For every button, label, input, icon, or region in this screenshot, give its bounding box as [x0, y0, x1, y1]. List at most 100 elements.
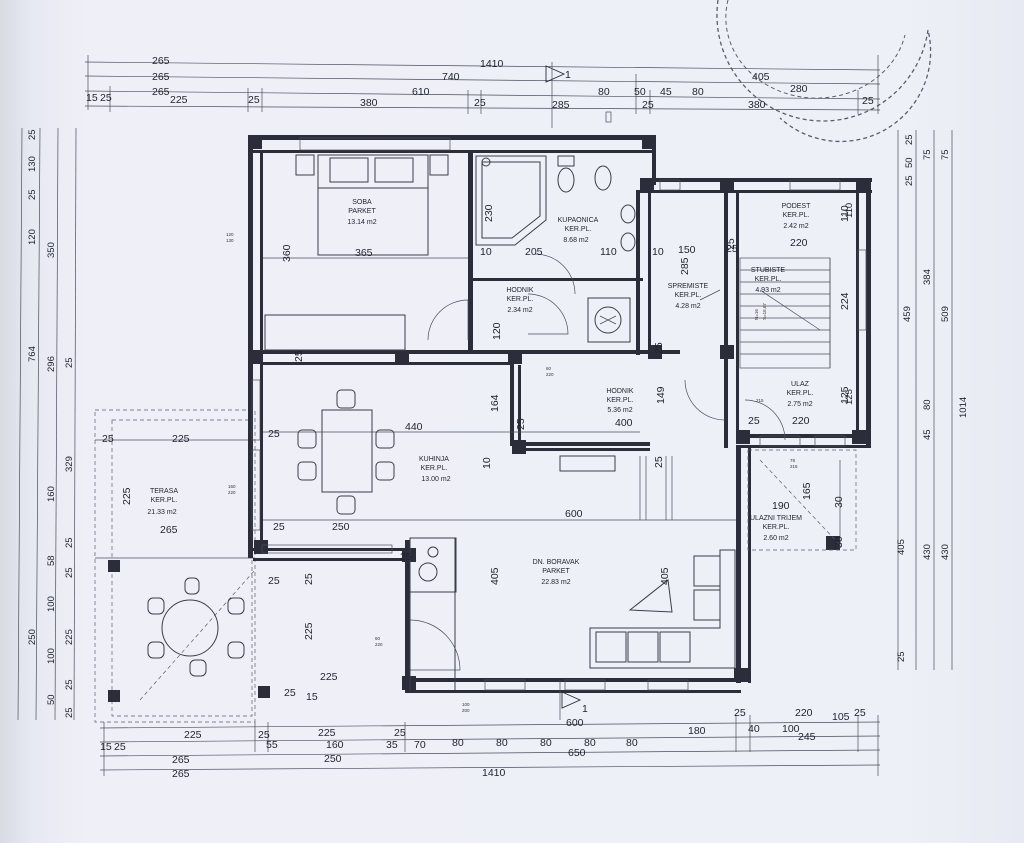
dim: 360: [281, 244, 293, 262]
dim: 15: [306, 691, 318, 703]
room-area: 13.00 m2: [421, 476, 450, 483]
dim: 190: [772, 500, 790, 512]
dim: 25: [642, 99, 654, 111]
room-floor: KER.PL.: [507, 296, 534, 303]
windows: [251, 137, 867, 691]
dim: 225: [320, 671, 338, 683]
room-name: KUHINJA: [419, 456, 449, 463]
section-mark-bottom: 1: [582, 703, 588, 715]
room-area: 4.93 m2: [755, 287, 780, 294]
dim: 430: [922, 544, 933, 560]
dim: 25: [653, 456, 665, 468]
room-area: 2.60 m2: [763, 535, 788, 542]
dim: 58: [46, 555, 57, 566]
left-dimensions: 25 130 25 120 350 764 296 25 329 160 25 …: [17, 127, 77, 721]
room-floor: KER.PL.: [565, 226, 592, 233]
dim: 280: [790, 83, 808, 95]
dim: 10: [481, 457, 493, 469]
dim: 180: [688, 725, 706, 737]
dim: 25: [268, 575, 280, 587]
dim: 225: [184, 729, 202, 741]
dim: 80: [452, 737, 464, 749]
code: 60: [546, 366, 552, 371]
dim: 600: [565, 508, 583, 520]
dim: 25: [27, 129, 38, 140]
room-area: 13.14 m2: [347, 219, 376, 226]
room-floor: KER.PL.: [755, 276, 782, 283]
dim: 600: [566, 717, 584, 729]
dim: 80: [540, 737, 552, 749]
dim: 15: [86, 92, 98, 104]
dim: 250: [332, 521, 350, 533]
dim: 405: [659, 567, 671, 585]
room-name: SPREMISTE: [668, 283, 709, 290]
dim: 225: [170, 94, 188, 106]
washing-machine: [587, 297, 631, 343]
room-floor: KER.PL.: [151, 497, 178, 504]
dim: 265: [172, 754, 190, 766]
dim: 150: [678, 244, 696, 256]
dim: 1410: [480, 58, 504, 70]
room-name: ULAZNI TRIJEM: [750, 515, 802, 522]
dim: 285: [679, 257, 691, 275]
room-area: 4.28 m2: [675, 303, 700, 310]
dim: 25: [394, 727, 406, 739]
dim: 130: [27, 156, 38, 172]
room-area: 8.68 m2: [563, 237, 588, 244]
entrance-porch: [747, 449, 857, 551]
dim: 25: [896, 651, 907, 662]
dim: 25: [904, 134, 915, 145]
dim: 110: [839, 205, 851, 222]
dim: 380: [360, 97, 378, 109]
dim: 230: [483, 204, 495, 222]
dim: 25: [400, 551, 412, 563]
dim: 25: [862, 95, 874, 107]
dim: 224: [839, 292, 851, 310]
dim: 55: [266, 739, 278, 751]
dim: 25: [258, 729, 270, 741]
room-area: 2.75 m2: [787, 401, 812, 408]
dim: 225: [318, 727, 336, 739]
dim: 296: [46, 356, 57, 372]
sink: [620, 204, 636, 224]
doors: [409, 253, 786, 671]
dim: 25: [248, 94, 260, 106]
dim: 80: [496, 737, 508, 749]
dim: 80: [922, 399, 933, 410]
dim: 10: [480, 246, 492, 258]
room-name: DN. BORAVAK: [533, 559, 580, 566]
dim: 110: [600, 246, 617, 258]
dim: 25: [854, 707, 866, 719]
dim: 125: [844, 389, 855, 405]
code: 100: [462, 702, 470, 707]
dim: 329: [64, 456, 75, 472]
stairs: [739, 257, 831, 369]
room-floor: KER.PL.: [607, 397, 634, 404]
dim: 105: [832, 711, 850, 723]
room-floor: PARKET: [542, 568, 570, 575]
dim: 265: [152, 71, 170, 83]
dim: 25: [268, 428, 280, 440]
dim: 25: [64, 707, 75, 718]
dim: 15: [100, 741, 112, 753]
dim: 45: [660, 86, 672, 98]
room-name: TERASA: [150, 488, 178, 495]
stamp: [716, 0, 932, 143]
bidet: [594, 165, 612, 191]
right-dimensions: 25 50 25 110 75 75 384 459 509 1014 125 …: [844, 130, 969, 670]
dim: 25: [284, 687, 296, 699]
dim: 164: [489, 394, 501, 412]
room-name: ULAZ: [791, 381, 810, 388]
room-name: HODNIK: [506, 287, 534, 294]
dim: 25: [303, 573, 315, 585]
room-area: 5.36 m2: [607, 407, 632, 414]
dim: 205: [525, 246, 543, 258]
terrace-table: [161, 599, 219, 657]
dim: 25: [653, 342, 665, 354]
dim: 350: [46, 242, 57, 258]
dim: 30: [833, 496, 845, 508]
dim: 400: [615, 417, 633, 429]
code: 220: [375, 642, 383, 647]
dim: 45: [922, 429, 933, 440]
